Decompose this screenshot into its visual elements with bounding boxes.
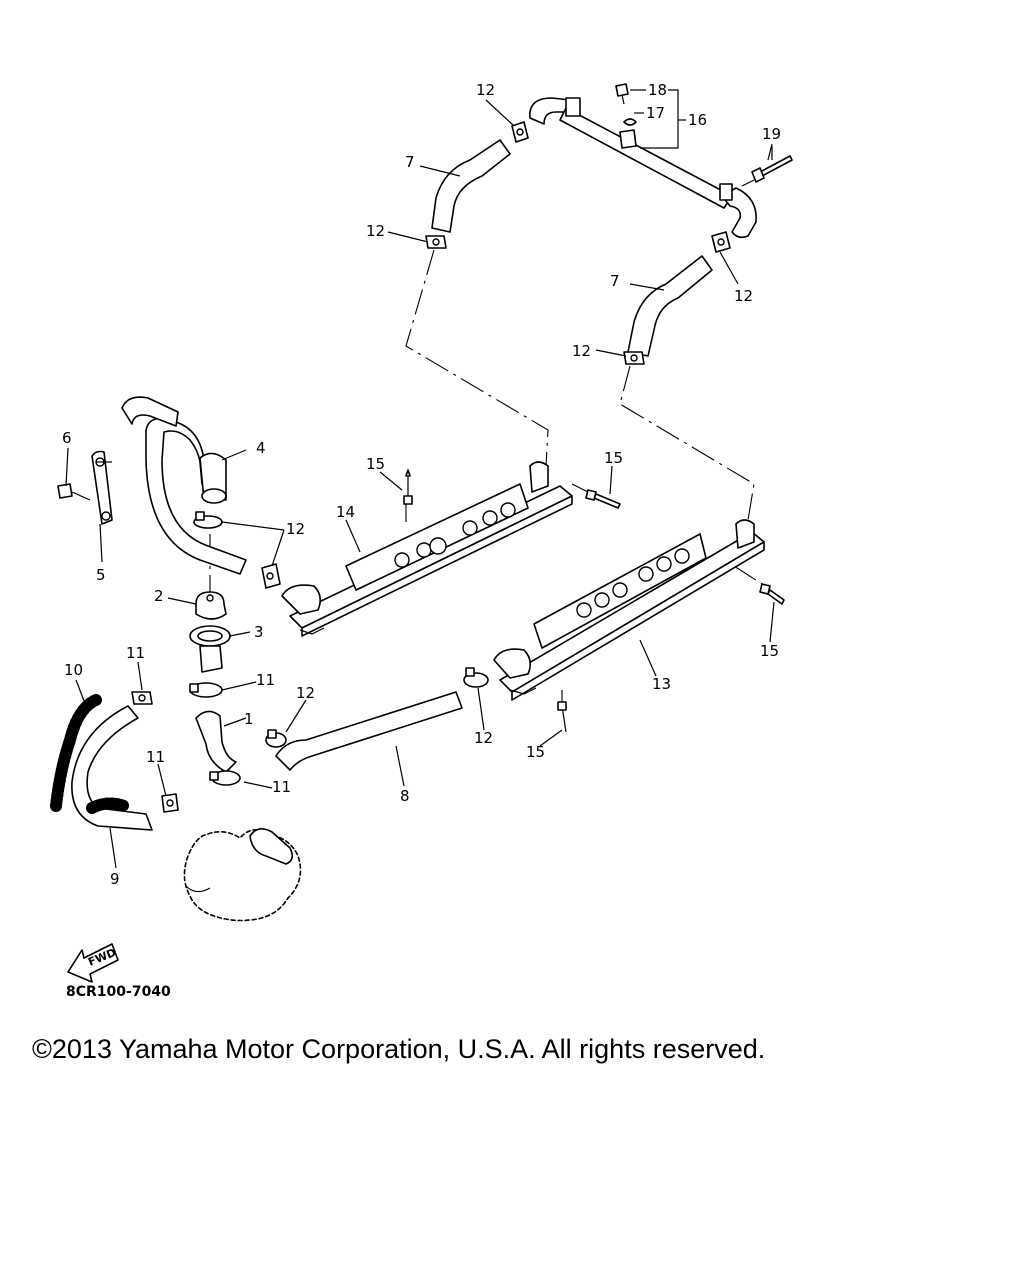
fwd-arrow-icon: FWD xyxy=(67,943,119,983)
leader-lines xyxy=(65,99,775,869)
pump-housing xyxy=(183,828,302,922)
clamp-12-h xyxy=(265,729,287,748)
bolt-15-c xyxy=(759,583,785,605)
clamp-11-d xyxy=(161,793,179,813)
hose-7-left xyxy=(431,139,511,233)
callout-19: 19 xyxy=(762,125,781,143)
clamp-12-a xyxy=(511,121,529,143)
bolt-6 xyxy=(57,483,91,501)
bolt-15-d xyxy=(557,701,567,733)
fitting-3 xyxy=(189,625,231,673)
bolt-15-a xyxy=(403,469,413,505)
callout-5: 5 xyxy=(96,566,106,584)
callout-15: 15 xyxy=(526,743,545,761)
clamp-12-e xyxy=(193,511,223,529)
bolt-15-b xyxy=(585,489,621,509)
cooler-14 xyxy=(281,461,573,637)
hose-8 xyxy=(275,691,463,771)
diagram-code: 8CR100-7040 xyxy=(66,984,171,1000)
clamp-12-b xyxy=(425,235,447,249)
hose-4 xyxy=(121,396,247,575)
clamp-12-g xyxy=(463,667,489,688)
callout-11: 11 xyxy=(126,644,145,662)
clamp-12-f xyxy=(261,563,281,589)
corrugated-hose-10 xyxy=(50,694,102,812)
callout-6: 6 xyxy=(62,429,72,447)
bolt-18 xyxy=(615,83,629,105)
callout-3: 3 xyxy=(254,623,264,641)
callout-17: 17 xyxy=(646,104,665,122)
callout-12: 12 xyxy=(366,222,385,240)
callout-12: 12 xyxy=(296,684,315,702)
hose-1 xyxy=(195,710,237,773)
callout-12: 12 xyxy=(572,342,591,360)
cap-2 xyxy=(195,591,227,620)
copyright-notice: ©2013 Yamaha Motor Corporation, U.S.A. A… xyxy=(32,1034,766,1064)
clamp-12-c xyxy=(711,231,731,253)
callout-12: 12 xyxy=(476,81,495,99)
callout-1: 1 xyxy=(244,710,254,728)
callout-14: 14 xyxy=(336,503,355,521)
callout-7: 7 xyxy=(405,153,415,171)
crossover-pipe xyxy=(529,97,757,239)
callout-12: 12 xyxy=(734,287,753,305)
hose-7-right xyxy=(627,255,713,357)
callout-13: 13 xyxy=(652,675,671,693)
callout-16: 16 xyxy=(688,111,707,129)
bolt-19 xyxy=(741,146,793,187)
callout-15: 15 xyxy=(366,455,385,473)
callout-4: 4 xyxy=(256,439,266,457)
callout-10: 10 xyxy=(64,661,83,679)
clamp-11-a xyxy=(189,682,223,698)
callout-11: 11 xyxy=(272,778,291,796)
clamp-11-c xyxy=(131,691,153,705)
callout-9: 9 xyxy=(110,870,120,888)
callout-7: 7 xyxy=(610,272,620,290)
callout-15: 15 xyxy=(760,642,779,660)
callout-12: 12 xyxy=(286,520,305,538)
clamp-12-d xyxy=(623,351,645,365)
callout-11: 11 xyxy=(256,671,275,689)
clamp-11-b xyxy=(209,770,241,786)
callout-2: 2 xyxy=(154,587,164,605)
callout-18: 18 xyxy=(648,81,667,99)
callout-8: 8 xyxy=(400,787,410,805)
callout-11: 11 xyxy=(146,748,165,766)
parts-diagram: FWD 12 18 17 16 19 7 12 7 12 12 6 4 15 1… xyxy=(50,81,793,983)
hose-9 xyxy=(71,705,153,831)
cooler-13 xyxy=(493,519,765,701)
callout-15: 15 xyxy=(604,449,623,467)
callout-labels: 12 18 17 16 19 7 12 7 12 12 6 4 15 15 14… xyxy=(62,81,781,888)
callout-12: 12 xyxy=(474,729,493,747)
